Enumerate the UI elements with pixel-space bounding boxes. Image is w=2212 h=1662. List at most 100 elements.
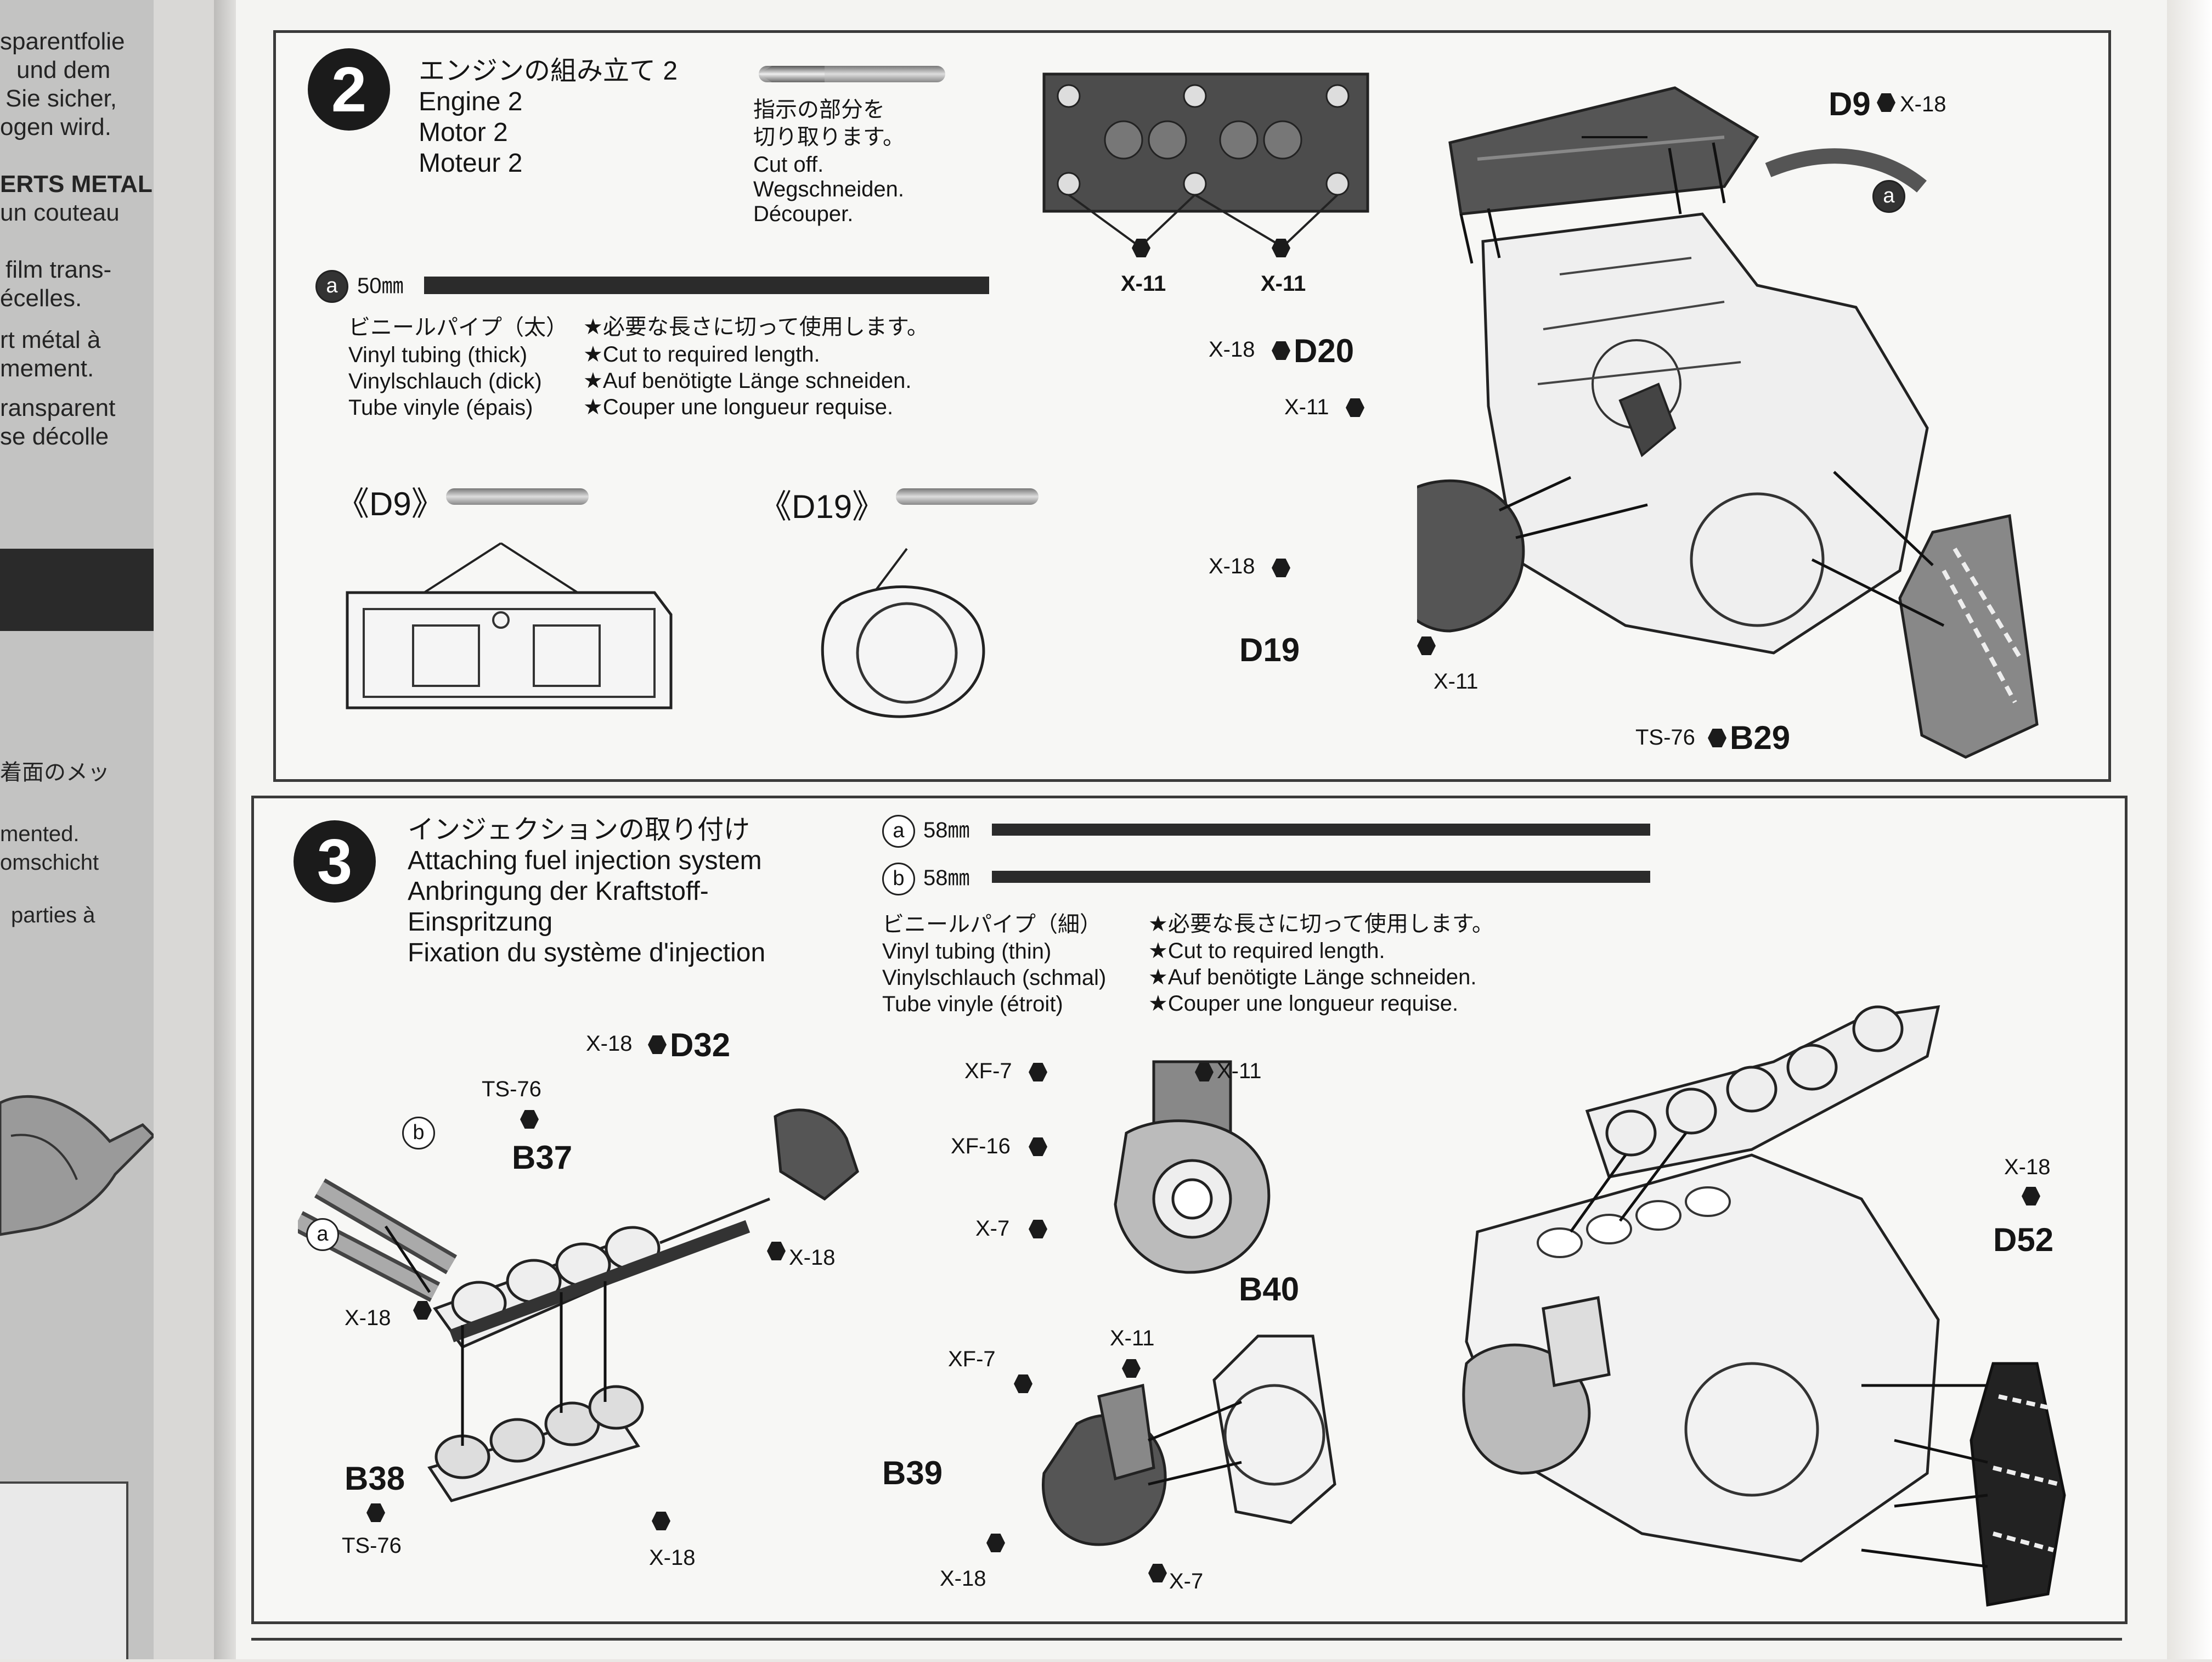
hobby-knife-icon xyxy=(896,488,1039,505)
paint-hex-icon xyxy=(2022,1187,2040,1205)
left-page: sparentfolie und dem Sie sicher, ogen wi… xyxy=(0,0,230,1659)
x11-label-top: X-11 xyxy=(1217,1059,1262,1083)
left-page-line: film trans- xyxy=(5,256,112,283)
part-d20-label: D20 xyxy=(1294,333,1355,369)
part-d9-label: D9 xyxy=(1829,86,1871,122)
left-page-line: mement. xyxy=(0,355,94,382)
x18-label-d20: X-18 xyxy=(1209,337,1255,362)
cut-note-en: ★Cut to required length. xyxy=(583,342,820,367)
ts76-label-b37: TS-76 xyxy=(482,1077,541,1101)
paint-hex-icon xyxy=(1877,93,1895,112)
x18-label-right: X-18 xyxy=(789,1246,836,1270)
detail-d9-drawing xyxy=(346,542,673,709)
x18-label-b39: X-18 xyxy=(940,1567,986,1591)
part-b40-label: B40 xyxy=(1239,1271,1300,1308)
xf7-label-top: XF-7 xyxy=(964,1059,1012,1083)
left-page-line: sparentfolie xyxy=(0,28,125,55)
tube-name-jp: ビニールパイプ（細） xyxy=(882,912,1102,937)
paint-hex-icon xyxy=(1132,239,1150,257)
step-3-title: インジェクションの取り付け Attaching fuel injection s… xyxy=(408,815,765,968)
left-page-line: un couteau xyxy=(0,199,120,226)
paint-hex-icon xyxy=(366,1503,385,1522)
x18-label-left: X-18 xyxy=(345,1306,391,1330)
cylinder-head-cover-topview xyxy=(1042,72,1369,248)
tube-name-en: Vinyl tubing (thin) xyxy=(882,939,1052,964)
paint-hex-icon xyxy=(1272,559,1290,577)
x7-label-b39: X-7 xyxy=(1169,1569,1204,1593)
left-page-line: rt métal à xyxy=(0,326,101,353)
page-edge xyxy=(2167,0,2212,1659)
tube-a-length: 50㎜ xyxy=(357,274,404,298)
paint-hex-icon xyxy=(1029,1137,1047,1156)
tube-a-attach-marker: a xyxy=(1872,180,1905,213)
part-d32-label: D32 xyxy=(670,1027,731,1063)
tube-a-length-bar xyxy=(424,277,989,294)
x11-label-right: X-11 xyxy=(1261,272,1306,296)
step-3-panel: 3 インジェクションの取り付け Attaching fuel injection… xyxy=(251,796,2128,1624)
ts76-label-b38: TS-76 xyxy=(342,1534,402,1558)
left-page-figure-box xyxy=(0,1481,128,1659)
tube-name-de: Vinylschlauch (dick) xyxy=(348,369,542,393)
left-page-text-column xyxy=(0,0,154,1659)
part-b37-label: B37 xyxy=(512,1139,573,1176)
cut-note-fr: ★Couper une longueur requise. xyxy=(1148,991,1459,1016)
tube-a-length: 58㎜ xyxy=(923,818,970,842)
paint-hex-icon xyxy=(1346,398,1364,417)
throttle-body-rear-drawing xyxy=(1042,1334,1336,1546)
cut-note-en: ★Cut to required length. xyxy=(1148,939,1385,963)
left-page-line: écelles. xyxy=(0,285,82,312)
step-3-title-de-2: Einspritzung xyxy=(408,908,553,937)
step-2-title-fr: Moteur 2 xyxy=(419,149,523,178)
engine-assembly-drawing xyxy=(1417,86,2039,759)
tube-a-attach-marker: a xyxy=(306,1218,339,1251)
left-page-line: omschicht xyxy=(0,850,99,875)
left-page-line: Sie sicher, xyxy=(5,85,117,112)
tube-name-fr: Tube vinyle (étroit) xyxy=(882,992,1063,1016)
part-b39-label: B39 xyxy=(882,1455,943,1491)
paint-hex-icon xyxy=(1417,636,1436,655)
tube-name-fr: Tube vinyle (épais) xyxy=(348,396,533,420)
part-b38-label: B38 xyxy=(345,1460,405,1497)
cut-note-fr: ★Couper une longueur requise. xyxy=(583,395,894,419)
paint-hex-icon xyxy=(1148,1564,1167,1582)
tube-name-en: Vinyl tubing (thick) xyxy=(348,343,528,367)
step-3-number: 3 xyxy=(294,820,376,903)
injector-rail-drawing xyxy=(298,1108,859,1502)
part-d19-label: D19 xyxy=(1239,632,1300,668)
paint-hex-icon xyxy=(652,1512,670,1530)
left-page-line: ERTS METAL xyxy=(0,171,153,198)
paint-hex-icon xyxy=(1272,239,1290,257)
step-2-number: 2 xyxy=(308,48,390,131)
paint-hex-icon xyxy=(1195,1063,1214,1081)
tube-a-marker: a xyxy=(882,815,915,848)
tube-b-marker: b xyxy=(882,863,915,895)
paint-hex-icon xyxy=(1272,341,1290,360)
cut-instruction-de: Wegschneiden. xyxy=(753,177,904,201)
cut-note-jp: ★必要な長さに切って使用します。 xyxy=(1148,912,1494,936)
step-2-title: エンジンの組み立て 2 Engine 2 Motor 2 Moteur 2 xyxy=(419,56,678,179)
knife-blade-icon xyxy=(759,66,825,82)
step-2-title-en: Engine 2 xyxy=(419,87,523,116)
step-2-panel: 2 エンジンの組み立て 2 Engine 2 Motor 2 Moteur 2 … xyxy=(273,30,2111,782)
tube-name-de: Vinylschlauch (schmal) xyxy=(882,966,1107,990)
xf16-label: XF-16 xyxy=(951,1134,1011,1158)
tube-b-length-bar xyxy=(992,871,1650,883)
paint-hex-icon xyxy=(767,1242,786,1260)
cut-instruction-jp-1: 指示の部分を xyxy=(753,98,885,122)
x18-label-d9: X-18 xyxy=(1900,92,1946,116)
hobby-knife-icon xyxy=(446,488,589,505)
part-d52-label: D52 xyxy=(1993,1221,2054,1258)
x11-label-d20: X-11 xyxy=(1284,395,1329,419)
paint-hex-icon xyxy=(1122,1359,1141,1378)
throttle-body-front-drawing xyxy=(1114,1060,1271,1274)
tube-b-attach-marker: b xyxy=(402,1117,435,1150)
left-page-line: und dem xyxy=(16,57,111,83)
paint-hex-icon xyxy=(1708,729,1726,747)
cut-instruction-en: Cut off. xyxy=(753,153,824,177)
paint-hex-icon xyxy=(520,1110,539,1129)
step-2-title-jp: エンジンの組み立て 2 xyxy=(419,57,678,86)
left-page-line: ogen wird. xyxy=(0,114,112,140)
x18-label-d52: X-18 xyxy=(2004,1155,2051,1179)
left-page-dark-band xyxy=(0,549,154,631)
cut-note-de: ★Auf benötigte Länge schneiden. xyxy=(1148,965,1477,989)
